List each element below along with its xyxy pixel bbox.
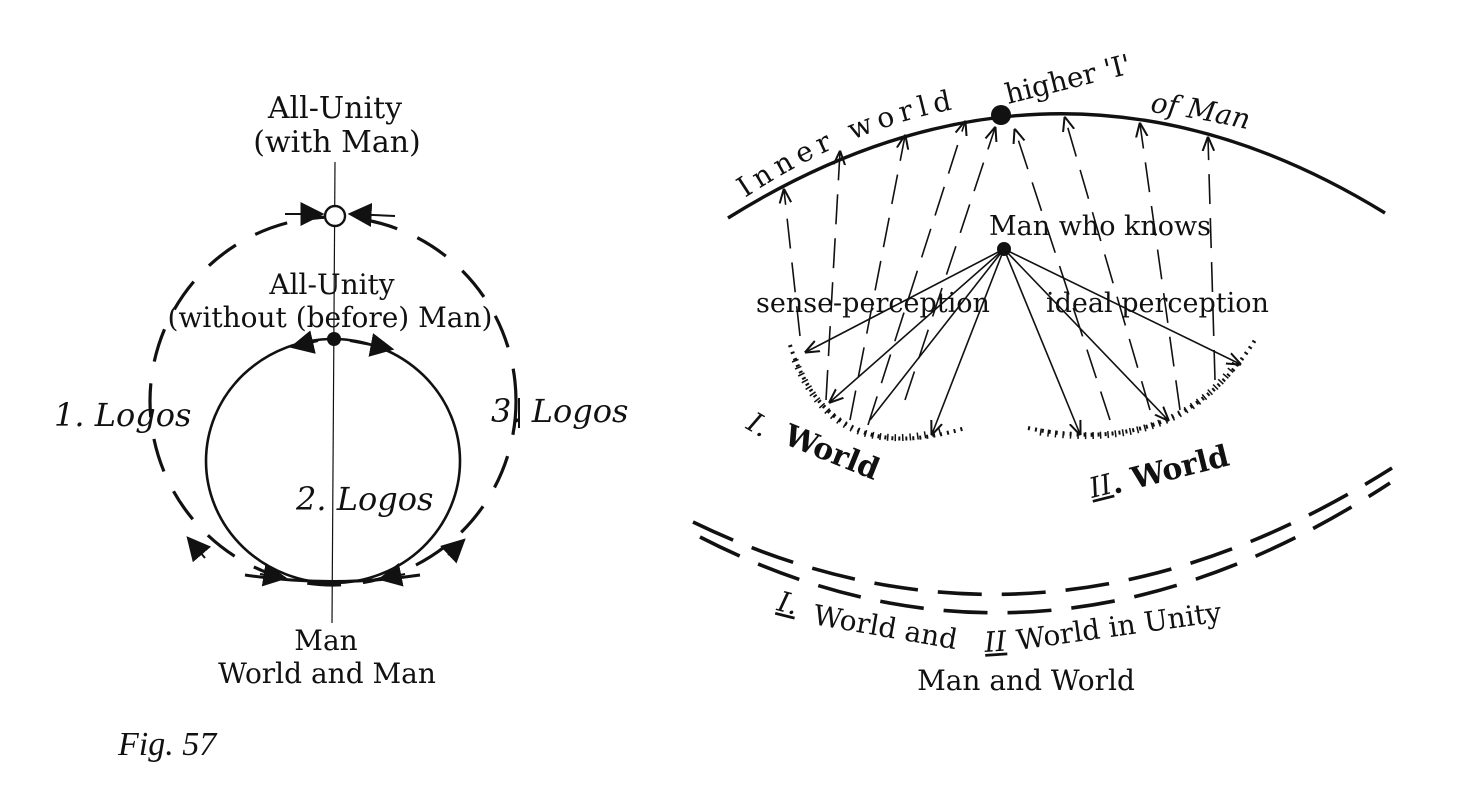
unity-numeral-2: II	[982, 624, 1008, 659]
ray	[1065, 118, 1151, 411]
man-who-knows-label: Man who knows	[989, 211, 1211, 242]
unity-arc-outer	[692, 466, 1393, 597]
ray	[1015, 130, 1111, 421]
inner-world-label: Inner world	[731, 83, 960, 204]
perception-arrows	[806, 248, 1240, 434]
arrow-inner-top-left	[289, 330, 319, 354]
arrow	[1003, 248, 1240, 364]
ray	[867, 122, 965, 426]
world-2-hatch	[1039, 358, 1241, 440]
arrow-outer-lower-left	[186, 536, 212, 563]
mid-label-line1: All-Unity	[268, 268, 394, 301]
ray	[1140, 124, 1181, 411]
logos-1-label: 1. Logos	[54, 396, 191, 434]
unity-numeral-1: I.	[773, 585, 801, 622]
unity-line-1a: World and	[811, 598, 960, 656]
left-diagram: All-Unity (with Man) All-Unity (without …	[54, 91, 628, 690]
arrow	[869, 248, 1005, 421]
higher-i-label: higher 'I'	[1002, 48, 1134, 111]
arrow-inner-top-right	[349, 333, 395, 357]
arrow-into-top-right	[347, 202, 396, 227]
mid-label-line2: (without (before) Man)	[168, 301, 493, 334]
vertical-axis	[331, 161, 336, 624]
logos-2-label: 2. Logos	[295, 480, 433, 518]
unity-line-2: Man and World	[917, 664, 1135, 697]
arrow-bottom-right	[377, 562, 406, 587]
arrow	[806, 248, 1005, 352]
world-1-bowl	[788, 344, 966, 441]
inner-world-arc	[727, 112, 1386, 220]
arrow	[932, 248, 1005, 434]
ray	[784, 190, 801, 337]
world-1-label: World	[778, 418, 884, 488]
all-unity-solid-node	[327, 332, 341, 346]
figure-caption: Fig. 57	[117, 726, 218, 763]
of-man-label: of Man	[1149, 86, 1253, 136]
bottom-label-line1: Man	[294, 624, 357, 657]
right-diagram: Inner world of Man higher 'I'	[692, 48, 1393, 697]
arrow-bottom-left	[259, 562, 288, 587]
ray	[904, 128, 995, 401]
bottom-label-line2: World and Man	[218, 657, 436, 690]
higher-i-node	[991, 105, 1011, 125]
ideal-rays	[784, 118, 1216, 426]
arrow-outer-lower-right	[440, 538, 466, 564]
arrow	[1003, 248, 1080, 434]
logos-3-label: 3. Logos	[491, 392, 628, 430]
all-unity-open-node	[323, 204, 347, 228]
arrow	[830, 248, 1005, 402]
ray	[825, 152, 840, 401]
arrow	[1003, 248, 1168, 420]
sense-perception-label: sense-perception	[756, 288, 990, 319]
ray	[849, 136, 905, 421]
ideal-perception-label: ideal perception	[1046, 288, 1269, 319]
world-2-label: . World	[1107, 439, 1232, 502]
unity-arc-inner	[699, 481, 1391, 615]
top-label-line1: All-Unity	[267, 91, 402, 126]
world-1-hatch	[791, 358, 946, 442]
top-label-line2: (with Man)	[253, 125, 421, 160]
ray	[1208, 138, 1216, 381]
unity-line-1b: World in Unity	[1014, 595, 1223, 656]
world-2-bowl	[1027, 338, 1257, 437]
world-1-numeral: I.	[741, 405, 776, 444]
